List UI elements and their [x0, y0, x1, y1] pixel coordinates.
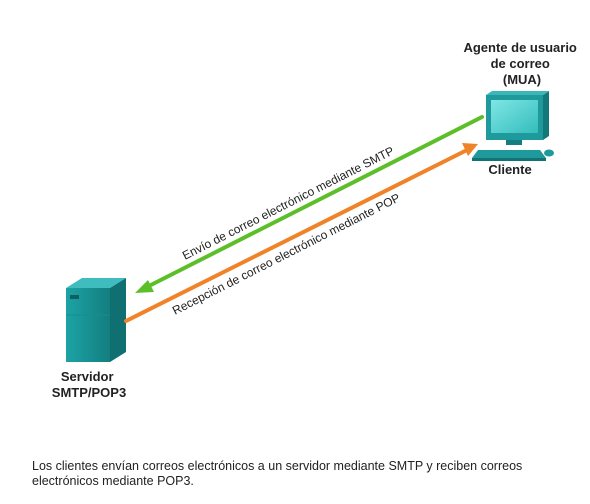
client-title: Agente de usuario de correo (MUA) — [463, 40, 580, 87]
diagram-caption: Los clientes envían correos electrónicos… — [32, 459, 523, 488]
pop-receive-arrow — [124, 143, 478, 323]
server-label-line-2: SMTP/POP3 — [52, 385, 126, 400]
client-title-line-2: de correo — [491, 56, 550, 71]
server-label-line-1: Servidor — [61, 369, 114, 384]
server-label: Servidor SMTP/POP3 — [52, 369, 126, 400]
client-title-line-3: (MUA) — [503, 72, 541, 87]
server-icon — [66, 278, 126, 362]
client-title-line-1: Agente de usuario — [463, 40, 576, 55]
email-flow-diagram: Agente de usuario de correo (MUA) Client… — [52, 40, 580, 400]
client-label: Cliente — [488, 162, 531, 177]
computer-icon — [472, 91, 554, 161]
smtp-send-arrow — [135, 115, 484, 293]
